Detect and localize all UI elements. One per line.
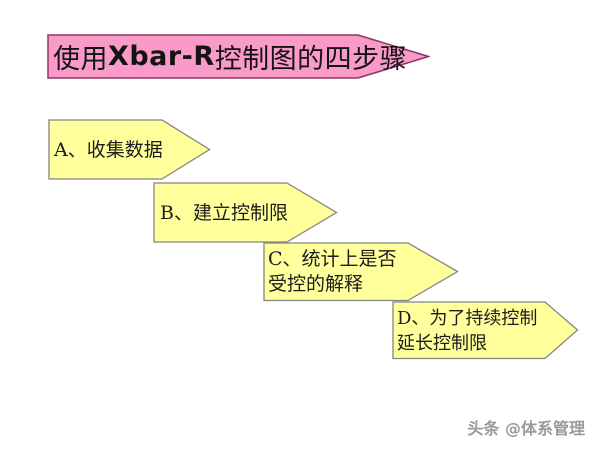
title-banner-shape xyxy=(47,34,430,79)
step-arrow-c-shape xyxy=(263,242,459,302)
step-d-line-1: D、为了持续控制 xyxy=(397,308,538,329)
step-d-line-2: 延长控制限 xyxy=(397,333,487,354)
step-arrow-c xyxy=(263,242,459,302)
watermark: 头条 @体系管理 xyxy=(467,419,585,438)
step-b-label: B、建立控制限 xyxy=(160,201,288,226)
step-b-line-1: B、建立控制限 xyxy=(160,202,288,224)
step-c-label: C、统计上是否 受控的解释 xyxy=(268,247,397,297)
title-prefix: 使用 xyxy=(53,44,108,75)
step-c-line-1: C、统计上是否 xyxy=(268,248,397,270)
step-arrow-a xyxy=(48,119,211,180)
title-banner xyxy=(47,34,430,79)
title-latin: Xbar-R xyxy=(108,41,215,72)
step-a-line-1: A、收集数据 xyxy=(54,139,163,161)
step-arrow-d-shape xyxy=(392,301,579,360)
title-suffix: 控制图的四步骤 xyxy=(214,44,408,75)
step-arrow-d xyxy=(392,301,579,360)
step-arrow-b-shape xyxy=(153,182,338,243)
step-arrow-b xyxy=(153,182,338,243)
step-c-line-2: 受控的解释 xyxy=(268,273,364,295)
step-a-label: A、收集数据 xyxy=(54,138,163,163)
step-arrow-a-shape xyxy=(48,119,211,180)
step-d-label: D、为了持续控制 延长控制限 xyxy=(397,306,537,356)
